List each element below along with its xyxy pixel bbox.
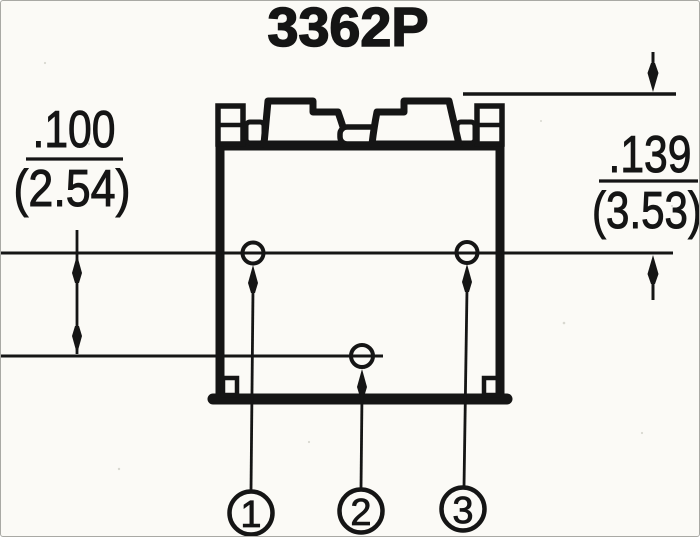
dim-left-arrowhead-down [72, 326, 82, 354]
dim-left-arrowhead-up [72, 255, 82, 283]
component-body [207, 97, 513, 405]
dim-right-top-arrow [647, 52, 659, 92]
pin-2-terminal [349, 343, 375, 369]
housing-outline [215, 141, 505, 403]
rotor-bump-left [260, 97, 352, 148]
pin-3-balloon: 3 [439, 485, 487, 533]
dimension-right: .139 (3.53) [592, 126, 700, 241]
part-number-title: 3362P [268, 1, 429, 58]
dim-right-arrowhead-down [647, 63, 659, 92]
pin-2-balloon-label: 2 [350, 492, 371, 534]
pin-2-leader [357, 369, 367, 490]
dimension-left-inches: .100 [33, 101, 116, 159]
dimension-right-inches: .139 [609, 126, 692, 184]
pin-2-balloon: 2 [337, 487, 385, 535]
corner-square-left [220, 375, 240, 398]
pin-3-leader [462, 264, 472, 488]
corner-square-right [481, 375, 501, 398]
dimension-right-mm: (3.53) [592, 182, 700, 240]
rotor-bump-right [368, 97, 463, 148]
scan-noise [43, 61, 673, 471]
pin-3-terminal [454, 240, 480, 265]
pin-3-balloon-label: 3 [452, 490, 473, 532]
dim-right-arrowhead-up [647, 255, 659, 284]
pin-1-leader [248, 265, 258, 492]
pin-1-balloon-label: 1 [240, 494, 261, 536]
pin-1-balloon: 1 [227, 489, 275, 536]
dimension-left: .100 (2.54) [13, 101, 131, 219]
dim-left-arrow [72, 230, 82, 354]
pin-1-terminal [240, 240, 266, 266]
dim-right-bottom-arrow [647, 255, 659, 300]
dimension-left-mm: (2.54) [14, 160, 131, 218]
